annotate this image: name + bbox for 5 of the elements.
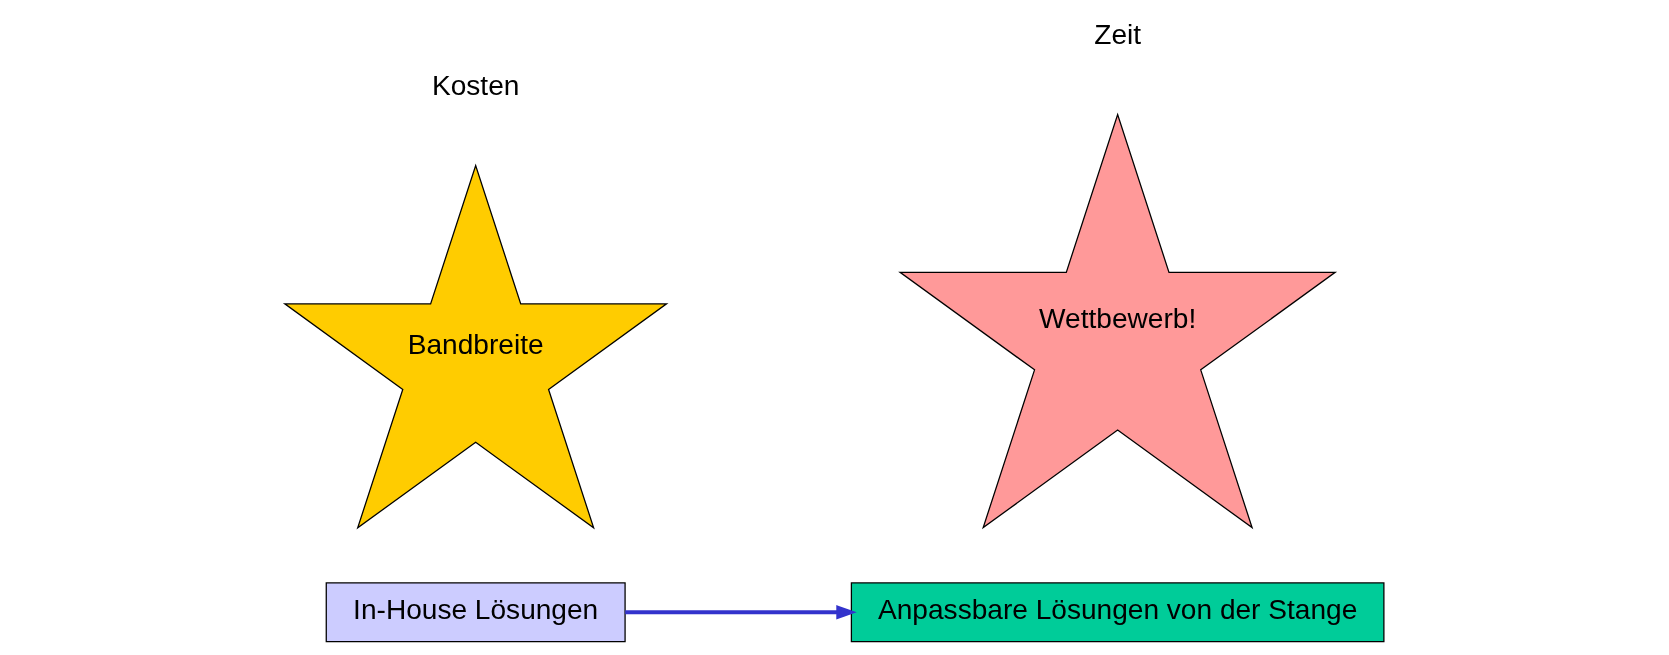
label: Zeit [1094,18,1142,50]
arrow [625,605,857,620]
label: Kosten [431,69,520,101]
node-box: In-House Lösungen [325,582,626,643]
node-box: Anpassbare Lösungen von der Stange [850,582,1385,643]
